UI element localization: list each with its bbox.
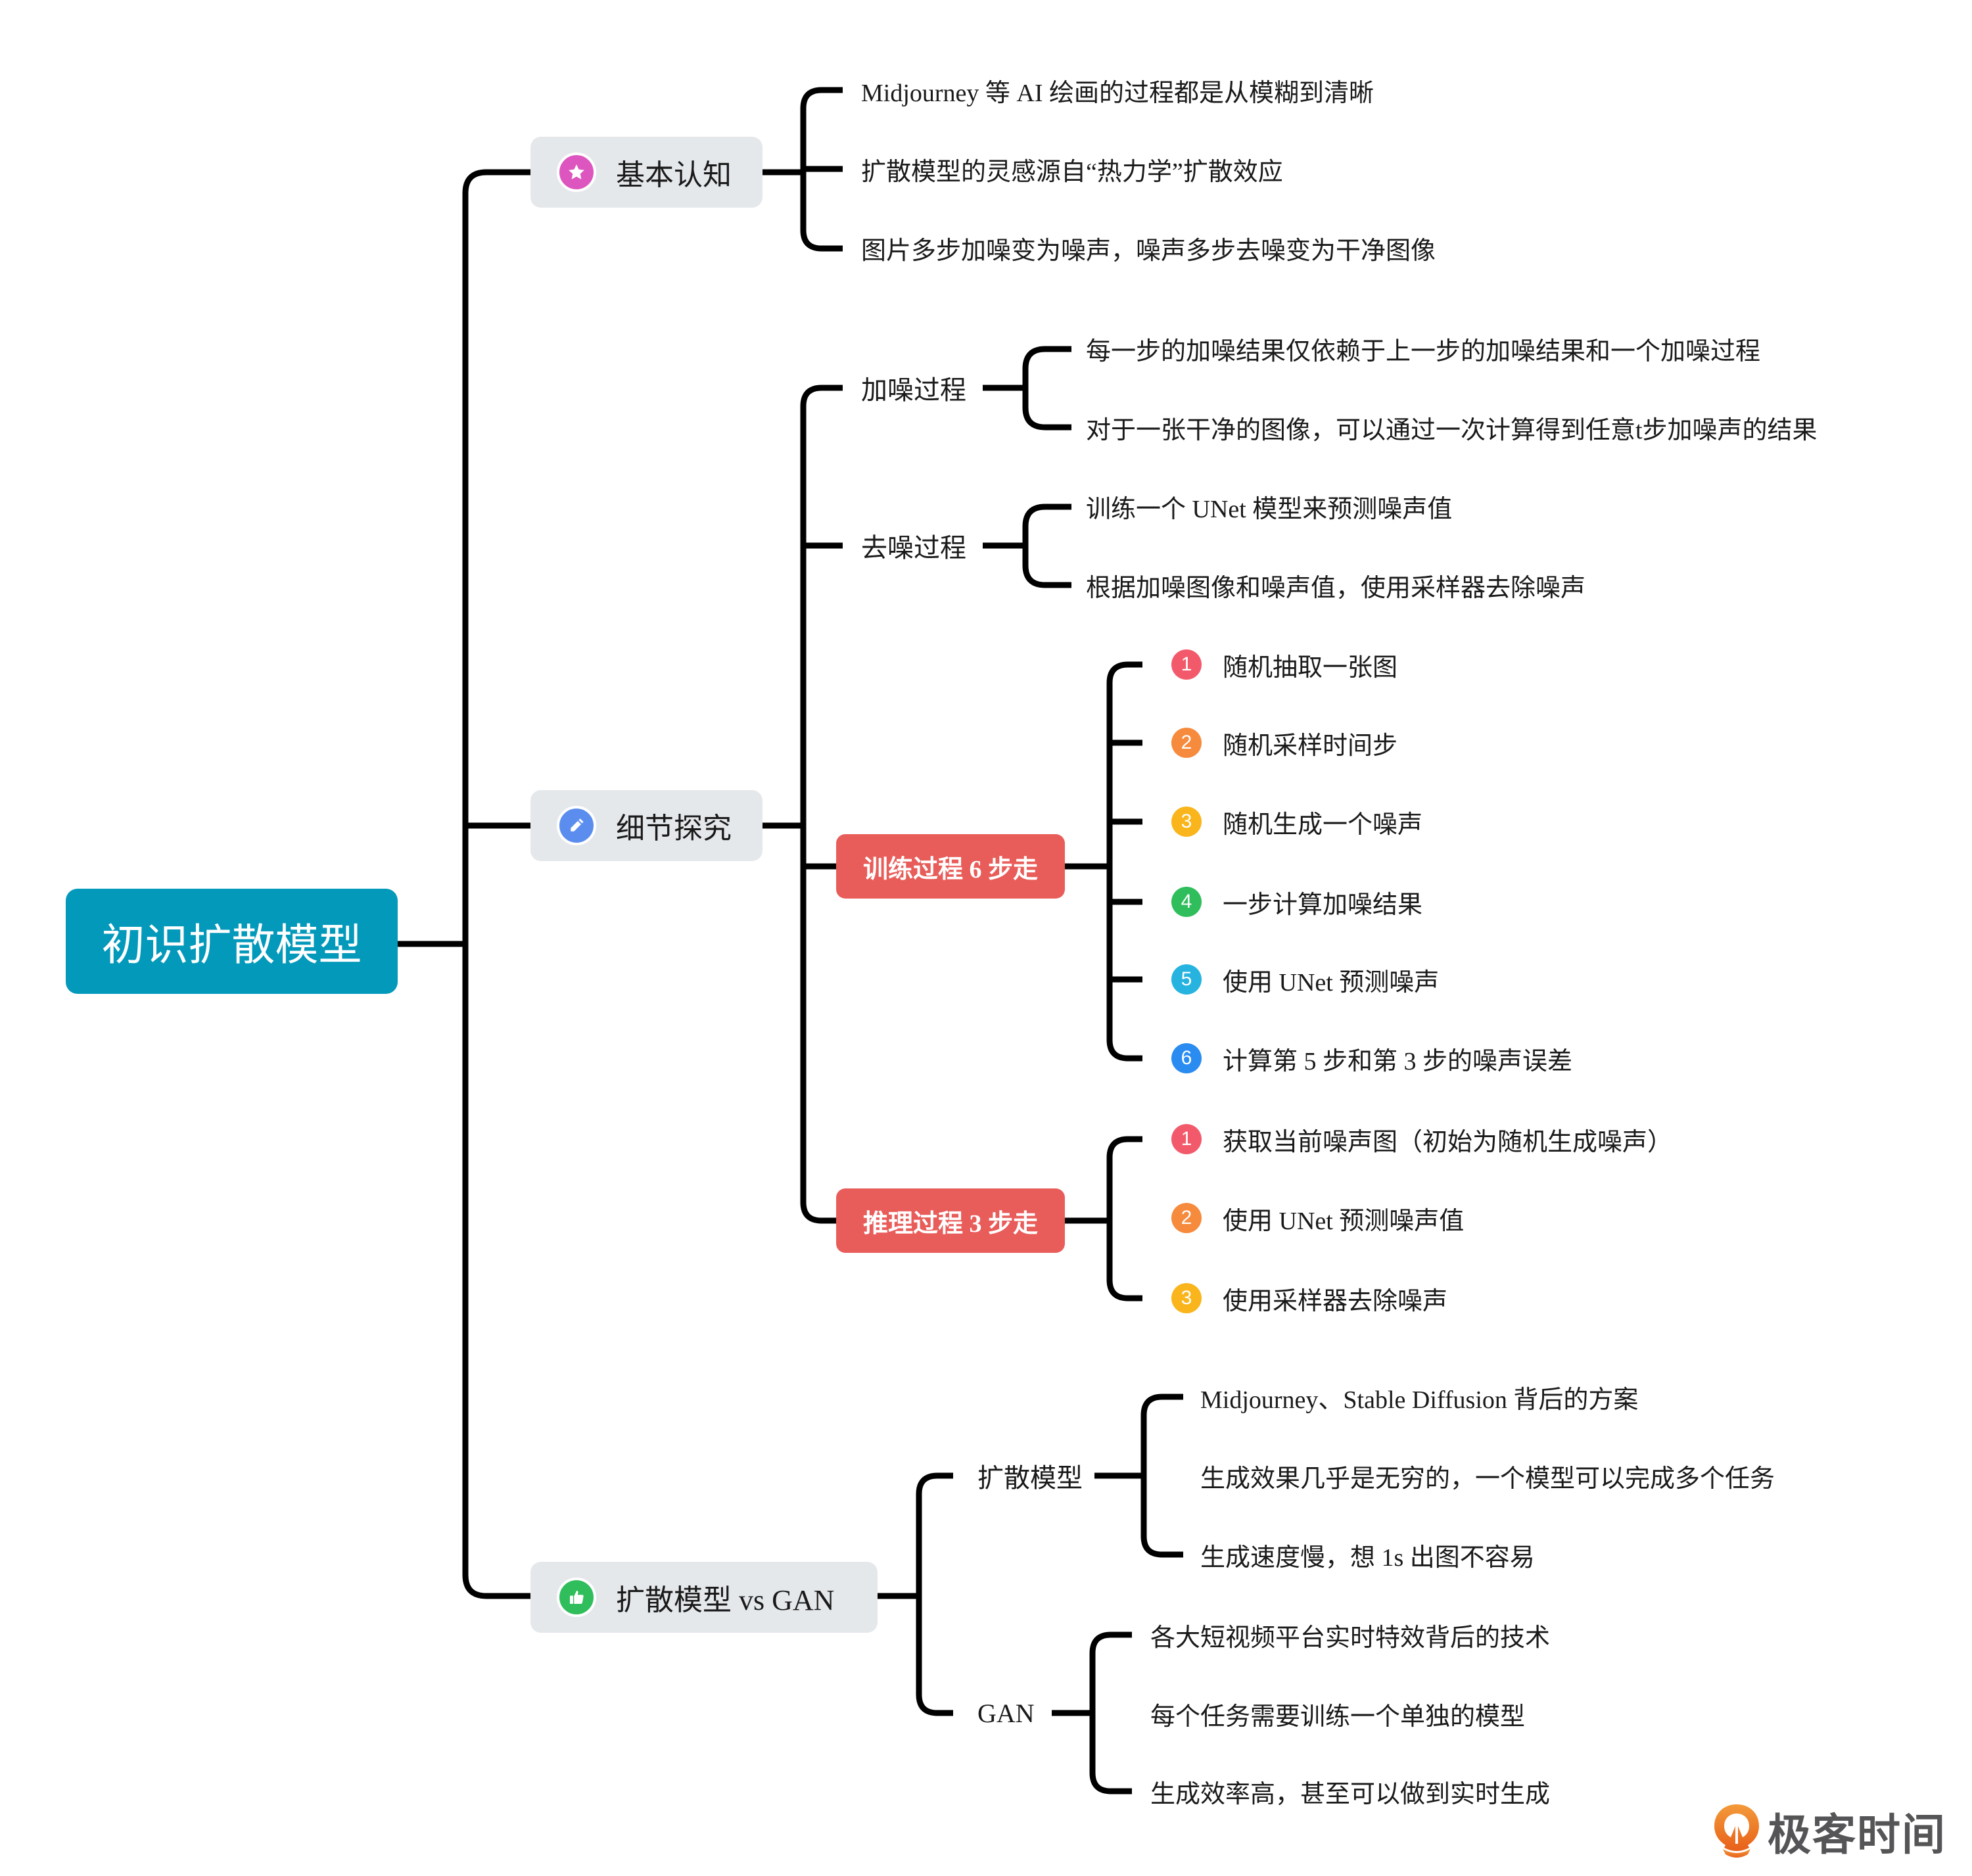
connector-vs-bracket [916,1472,953,1716]
step-number-badge: 1 [1171,649,1202,680]
step-number-badge: 4 [1171,887,1202,917]
branch-basic[interactable]: 基本认知 [530,137,763,208]
list-item: Midjourney、Stable Diffusion 背后的方案 [1200,1386,1639,1414]
step-text: 使用 UNet 预测噪声值 [1223,1207,1465,1235]
subtopic-denoise[interactable]: 去噪过程 [861,533,966,563]
list-item: 对于一张干净的图像，可以通过一次计算得到任意t步加噪声的结果 [1086,416,1818,444]
root-node[interactable]: 初识扩散模型 [66,889,398,994]
step-item: 5 使用 UNet 预测噪声 [1171,960,1439,999]
step-item: 4 一步计算加噪结果 [1171,882,1422,922]
step-text: 获取当前噪声图（初始为随机生成噪声） [1223,1128,1673,1156]
thumbs-up-icon [557,1578,596,1617]
brand-logo: 极客时间 [1712,1800,1946,1863]
connector-denoise-bracket [1022,504,1071,588]
connector-infer-bracket [1106,1136,1142,1301]
list-item: 生成速度慢，想 1s 出图不容易 [1200,1543,1535,1572]
step-item: 6 计算第 5 步和第 3 步的噪声误差 [1171,1039,1572,1078]
subtopic-inference[interactable]: 推理过程 3 步走 [836,1188,1065,1253]
step-number-badge: 5 [1171,964,1202,995]
connector-detail-bracket [800,385,843,1224]
list-item: 生成效率高，甚至可以做到实时生成 [1150,1780,1551,1808]
step-item: 1 随机抽取一张图 [1171,645,1397,684]
step-number-badge: 2 [1171,1203,1202,1233]
subtopic-label: 推理过程 3 步走 [862,1209,1038,1238]
step-text: 一步计算加噪结果 [1223,891,1423,919]
pencil-icon [557,806,596,845]
subtopic-add-noise[interactable]: 加噪过程 [861,375,966,405]
list-item: 训练一个 UNet 模型来预测噪声值 [1086,495,1453,523]
connector-diffusion-bracket [1140,1394,1183,1558]
step-text: 随机抽取一张图 [1223,653,1398,682]
step-item: 1 获取当前噪声图（初始为随机生成噪声） [1171,1119,1672,1159]
connector-addnoise-bracket [1022,346,1071,431]
list-item: 每一步的加噪结果仅依赖于上一步的加噪结果和一个加噪过程 [1086,337,1761,365]
step-item: 2 随机采样时间步 [1171,723,1397,762]
list-item: 扩散模型的灵感源自“热力学”扩散效应 [861,158,1283,186]
step-number-badge: 1 [1171,1124,1202,1154]
list-item: 每个任务需要训练一个单独的模型 [1150,1702,1526,1731]
star-icon [557,152,596,192]
subtopic-gan[interactable]: GAN [977,1698,1035,1728]
step-number-badge: 3 [1171,807,1202,837]
connector-train-bracket [1106,661,1142,1062]
step-number-badge: 6 [1171,1043,1202,1073]
step-text: 随机生成一个噪声 [1223,810,1423,839]
step-text: 使用采样器去除噪声 [1223,1287,1448,1315]
step-text: 随机采样时间步 [1223,732,1398,760]
list-item: 根据加噪图像和噪声值，使用采样器去除噪声 [1086,574,1586,602]
list-item: 图片多步加噪变为噪声，噪声多步去噪变为干净图像 [861,237,1436,265]
branch-label: 基本认知 [616,159,732,191]
step-text: 使用 UNet 预测噪声 [1223,968,1440,997]
branch-label: 细节探究 [616,812,732,845]
subtopic-diffusion[interactable]: 扩散模型 [977,1463,1083,1493]
list-item: 各大短视频平台实时特效背后的技术 [1150,1624,1551,1652]
step-number-badge: 2 [1171,728,1202,758]
step-number-badge: 3 [1171,1283,1202,1313]
step-item: 3 随机生成一个噪声 [1171,802,1422,841]
step-item: 3 使用采样器去除噪声 [1171,1278,1447,1318]
branch-vs-gan[interactable]: 扩散模型 vs GAN [530,1562,878,1633]
root-label: 初识扩散模型 [101,922,362,970]
connector-gan-bracket [1089,1631,1132,1794]
list-item: Midjourney 等 AI 绘画的过程都是从模糊到清晰 [861,79,1374,107]
step-item: 2 使用 UNet 预测噪声值 [1171,1198,1464,1238]
connector-trunk [462,169,530,1599]
geektime-logo-icon [1714,1804,1759,1858]
branch-detail[interactable]: 细节探究 [530,790,763,861]
logo-text: 极客时间 [1768,1810,1946,1860]
branch-label: 扩散模型 vs GAN [616,1584,835,1616]
subtopic-training[interactable]: 训练过程 6 步走 [836,834,1065,899]
subtopic-label: 训练过程 6 步走 [862,855,1038,883]
step-text: 计算第 5 步和第 3 步的噪声误差 [1223,1047,1573,1075]
list-item: 生成效果几乎是无穷的，一个模型可以完成多个任务 [1200,1465,1775,1493]
